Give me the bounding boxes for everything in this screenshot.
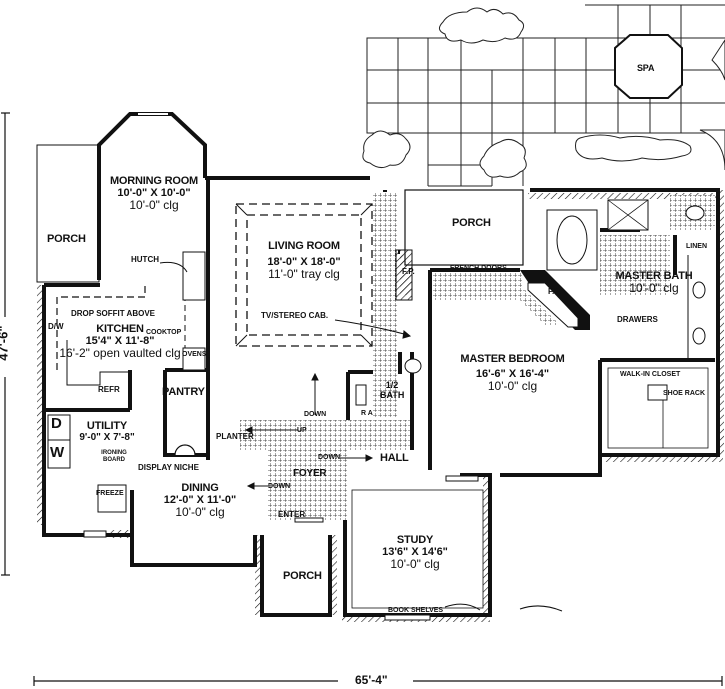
freeze-label: FREEZE (96, 490, 124, 497)
master-bedroom-ceiling: 10'-0" clg (487, 379, 538, 394)
master-bedroom-name: MASTER BEDROOM (460, 353, 565, 365)
tile-floors (240, 192, 715, 520)
morning-room-name: MORNING ROOM (109, 175, 199, 187)
master-bedroom-size: 16'-6" X 16'-4" (475, 368, 550, 381)
living-room-size: 18'-0" X 18'-0" (267, 256, 341, 269)
porch-rear-outline (404, 189, 524, 266)
french-doors-label: FRENCH DOORS (450, 265, 507, 272)
book-shelves-label: BOOK SHELVES (388, 607, 444, 614)
fp-master-label: F.P. (548, 287, 561, 296)
tray-ceiling-outline (235, 203, 373, 347)
spa-outline (614, 34, 683, 99)
master-bath-ceiling: 10'-0" clg (629, 281, 679, 296)
overall-depth-dimension: 47'-6" (0, 325, 11, 361)
morning-room-walls (97, 112, 207, 280)
toilet-master (685, 205, 705, 221)
display-niche-label: DISPLAY NICHE (138, 463, 199, 472)
overall-width-dimension: 65'-4" (355, 673, 388, 687)
refr-label: REFR (98, 385, 120, 394)
down-label-1: DOWN (304, 411, 327, 418)
cooktop-label: COOKTOP (146, 329, 182, 336)
master-bath-name: MASTER BATH (615, 270, 693, 282)
up-label: UP (297, 427, 307, 434)
circulation-arrows (159, 261, 563, 612)
living-room-label: LIVING ROOM 18'-0" X 18'-0" 11'-0" tray … (252, 240, 356, 281)
sink-master-1 (692, 281, 706, 299)
hall-label: HALL (380, 452, 409, 464)
shoe-rack (647, 384, 668, 401)
utility-size: 9'-0" X 7'-8" (79, 432, 135, 444)
closet-rods (607, 367, 709, 449)
porch-front-label: PORCH (283, 570, 322, 582)
sink-master-2 (692, 327, 706, 345)
living-room-ceiling: 11'-0" tray clg (268, 267, 340, 282)
study-name: STUDY (396, 534, 434, 546)
enter-label: ENTER (278, 510, 306, 519)
shoe-rack-label: SHOE RACK (663, 390, 706, 397)
ovens-label: OVENS (182, 351, 207, 358)
kitchen-size: 15'4" X 11'-8" (85, 335, 155, 348)
study-ceiling: 10'-0" clg (390, 557, 440, 572)
washer (47, 439, 71, 469)
dining-ceiling: 10'-0" clg (175, 505, 225, 520)
shrubs (362, 7, 725, 178)
dining-size: 12'-0" X 11'-0" (163, 494, 237, 507)
living-room-name: LIVING ROOM (268, 240, 340, 252)
soffit-outline (56, 285, 146, 370)
display-niche (174, 444, 196, 456)
linen-label: LINEN (686, 243, 707, 250)
kitchen-label: KITCHEN 15'4" X 11'-8" 16'-2" open vault… (50, 323, 190, 360)
study-size: 13'6" X 14'6" (382, 546, 448, 559)
walk-in-closet-label: WALK-IN CLOSET (620, 371, 681, 378)
dryer-label: D (51, 415, 62, 432)
dimension-lines (1, 112, 723, 686)
porch-left-label: PORCH (47, 233, 86, 245)
study-label: STUDY 13'6" X 14'6" 10'-0" clg (375, 534, 455, 571)
planter-label: PLANTER (216, 432, 254, 441)
pantry-label: PANTRY (162, 386, 205, 398)
ironing-board-label: IRONING BOARD (101, 450, 127, 463)
morning-room-ceiling: 10'-0" clg (129, 198, 179, 213)
kitchen-ceiling: 16'-2" open vaulted clg (59, 346, 181, 361)
living-fireplace (395, 249, 413, 301)
fp-living-label: F.P. (402, 267, 415, 276)
utility-label: UTILITY 9'-0" X 7'-8" (72, 420, 142, 443)
down-label-2: DOWN (318, 454, 341, 461)
porch-rear-label: PORCH (452, 217, 491, 229)
washer-label: W (50, 444, 65, 461)
dining-name: DINING (181, 482, 219, 494)
window-marks (83, 475, 479, 621)
ra-label: R A (361, 410, 373, 417)
half-bath-label: 1/2 BATH (380, 380, 405, 400)
patio-pavers (366, 4, 725, 187)
utility-name: UTILITY (86, 420, 128, 432)
tv-stereo-label: TV/STEREO CAB. (261, 311, 329, 320)
master-bedroom-label: MASTER BEDROOM 16'-6" X 16'-4" 10'-0" cl… (455, 353, 570, 393)
master-bath-label: MASTER BATH 10'-0" clg (614, 270, 694, 295)
kitchen-name: KITCHEN (96, 323, 144, 335)
dw-label: D/W (48, 322, 64, 331)
drop-soffit-label: DROP SOFFIT ABOVE (71, 309, 156, 318)
spa-label: SPA (637, 63, 655, 73)
drawers-label: DRAWERS (617, 315, 658, 324)
hutch-label: HUTCH (131, 255, 159, 264)
morning-room-label: MORNING ROOM 10'-0" X 10'-0" 10'-0" clg (108, 175, 200, 212)
down-label-3: DOWN (268, 483, 291, 490)
foyer-label: FOYER (293, 468, 327, 479)
porch-left-outline (36, 144, 100, 283)
dining-label: DINING 12'-0" X 11'-0" 10'-0" clg (150, 482, 250, 519)
morning-room-size: 10'-0" X 10'-0" (117, 187, 191, 200)
